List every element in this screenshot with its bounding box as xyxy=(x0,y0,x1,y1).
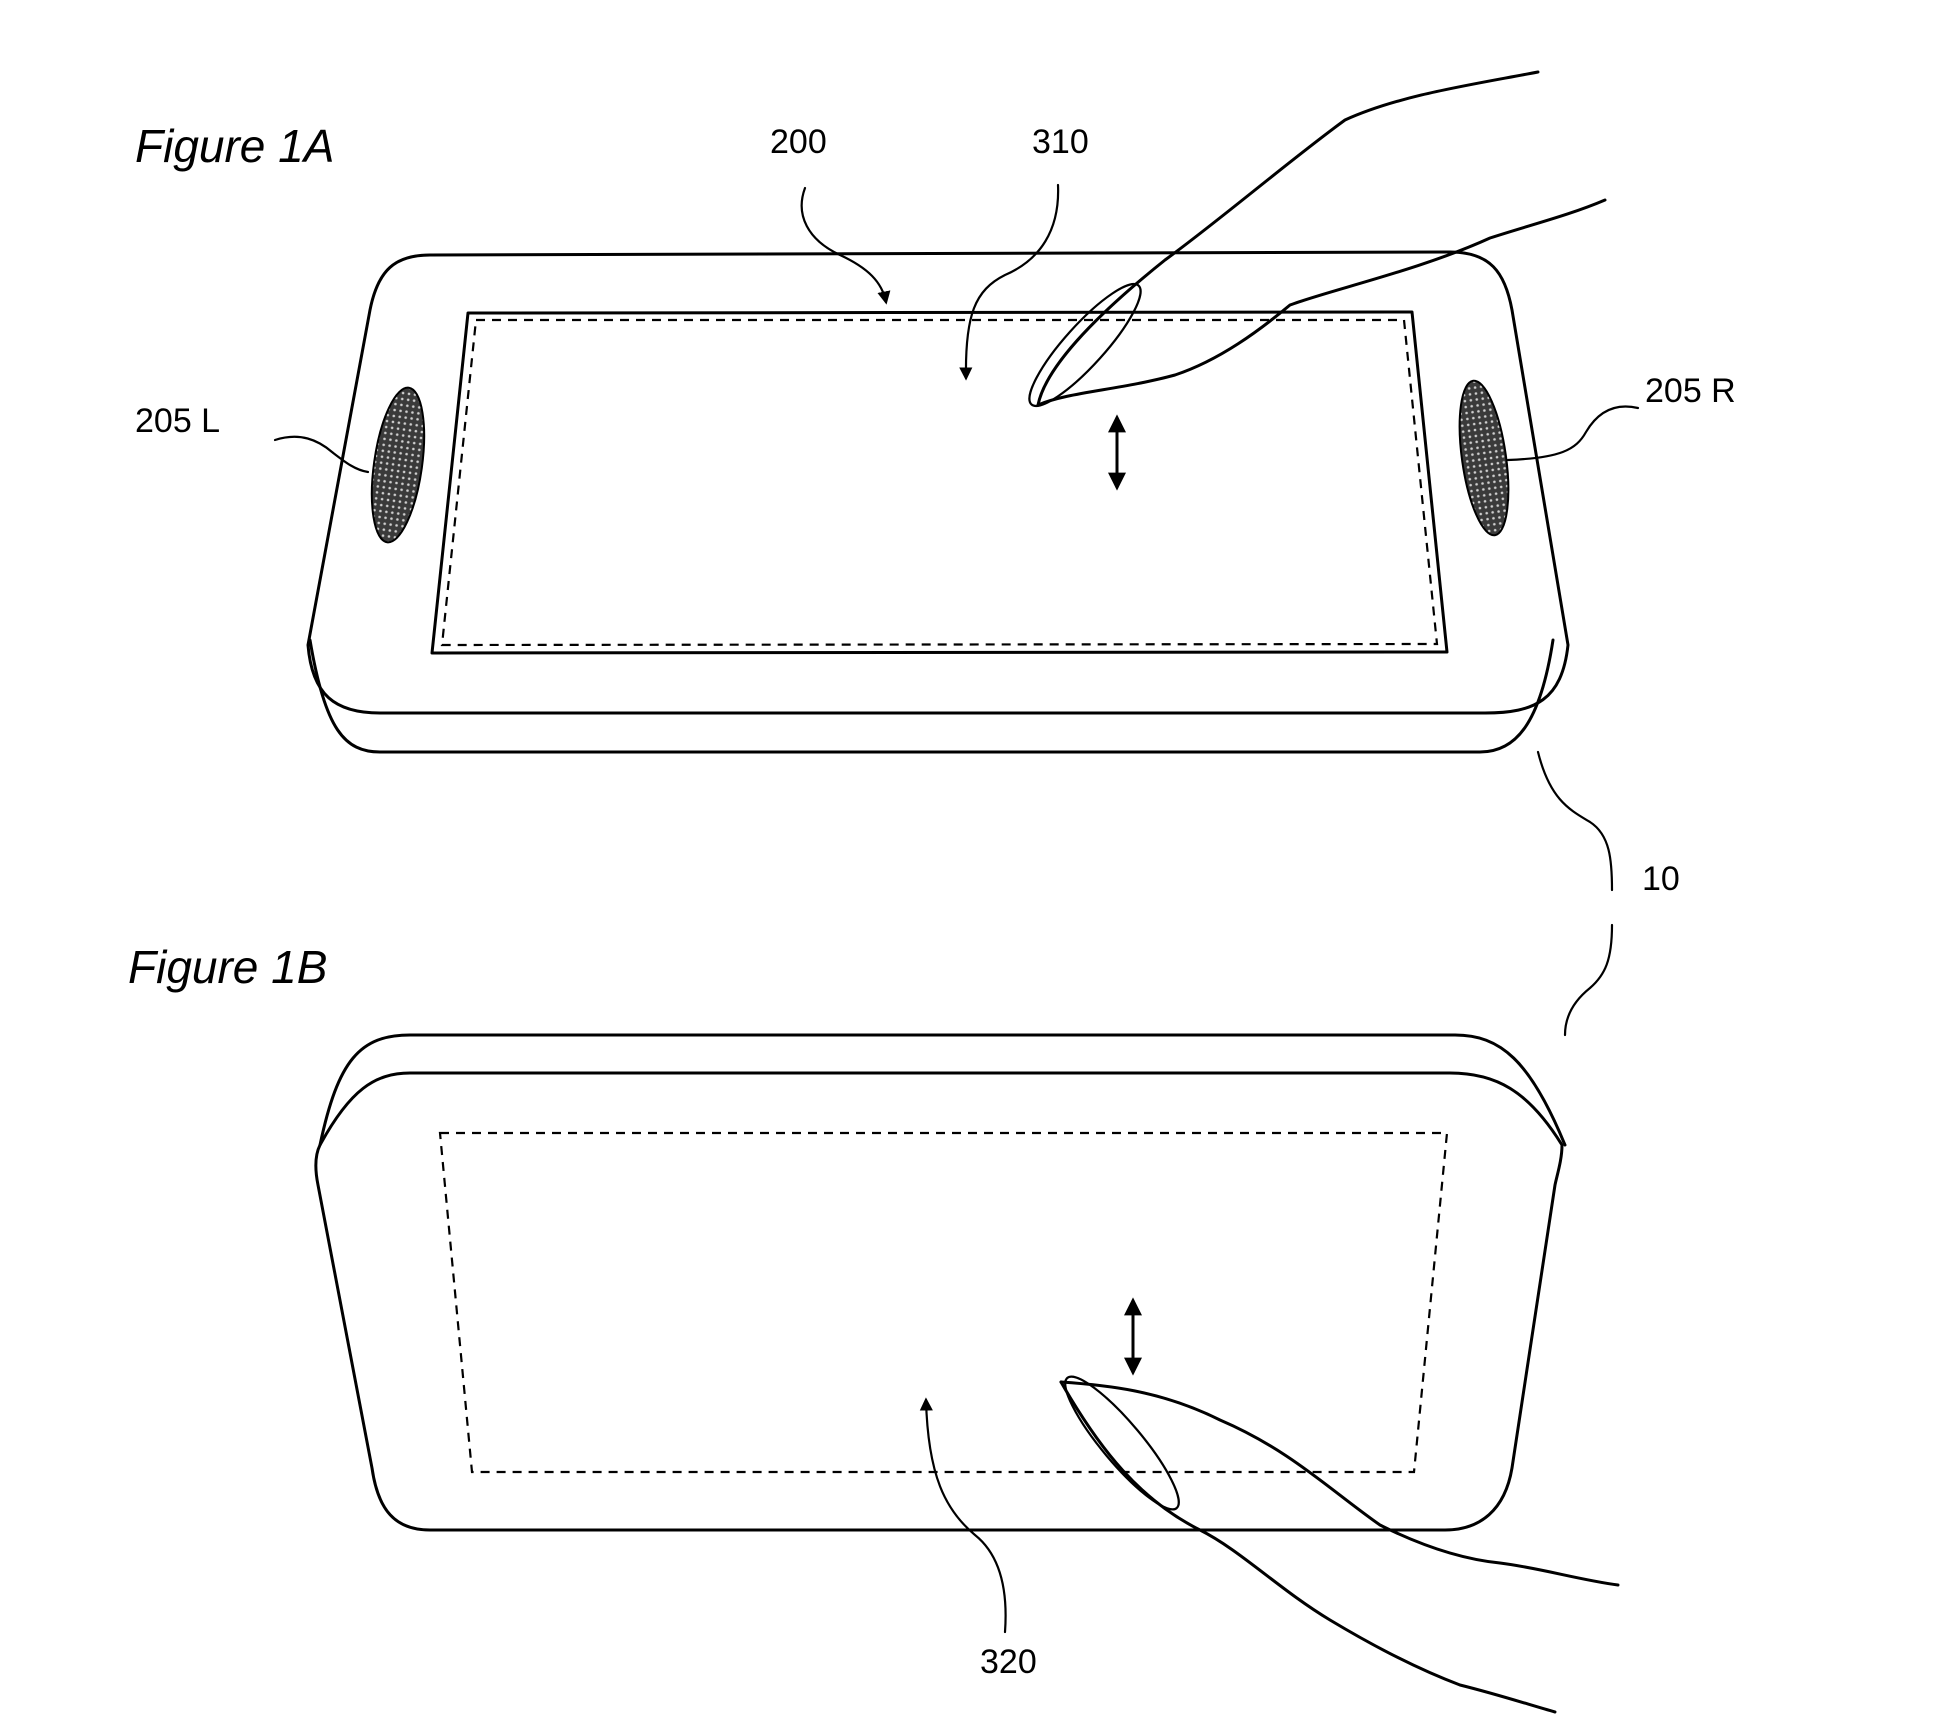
device-front-view xyxy=(308,252,1568,752)
device-rear-top-slab xyxy=(320,1035,1565,1145)
device-rear-view xyxy=(316,1035,1565,1530)
speaker-right-grille-icon xyxy=(1451,378,1516,539)
leader-205R xyxy=(1508,407,1638,460)
figure-1a-title: Figure 1A xyxy=(135,120,334,172)
front-screen xyxy=(432,312,1447,653)
leader-205L xyxy=(275,437,368,472)
label-205-left: 205 L xyxy=(135,402,220,440)
leader-10 xyxy=(1538,752,1612,1035)
leader-200 xyxy=(802,188,886,302)
label-10: 10 xyxy=(1642,860,1680,898)
finger-rear-icon xyxy=(1052,1365,1618,1712)
leader-320 xyxy=(926,1400,1006,1632)
finger-front-icon xyxy=(1017,72,1605,418)
figure-1b-title: Figure 1B xyxy=(128,941,327,993)
rear-touch-area-outline xyxy=(440,1133,1447,1472)
label-200: 200 xyxy=(770,123,827,161)
label-205-right: 205 R xyxy=(1645,372,1736,410)
device-front-base xyxy=(310,640,1553,752)
front-touch-area-outline xyxy=(442,320,1437,645)
label-320: 320 xyxy=(980,1643,1037,1681)
label-310: 310 xyxy=(1032,123,1089,161)
device-rear-back-face xyxy=(316,1073,1562,1530)
speaker-left-grille-icon xyxy=(363,384,432,545)
leader-310 xyxy=(966,185,1058,378)
